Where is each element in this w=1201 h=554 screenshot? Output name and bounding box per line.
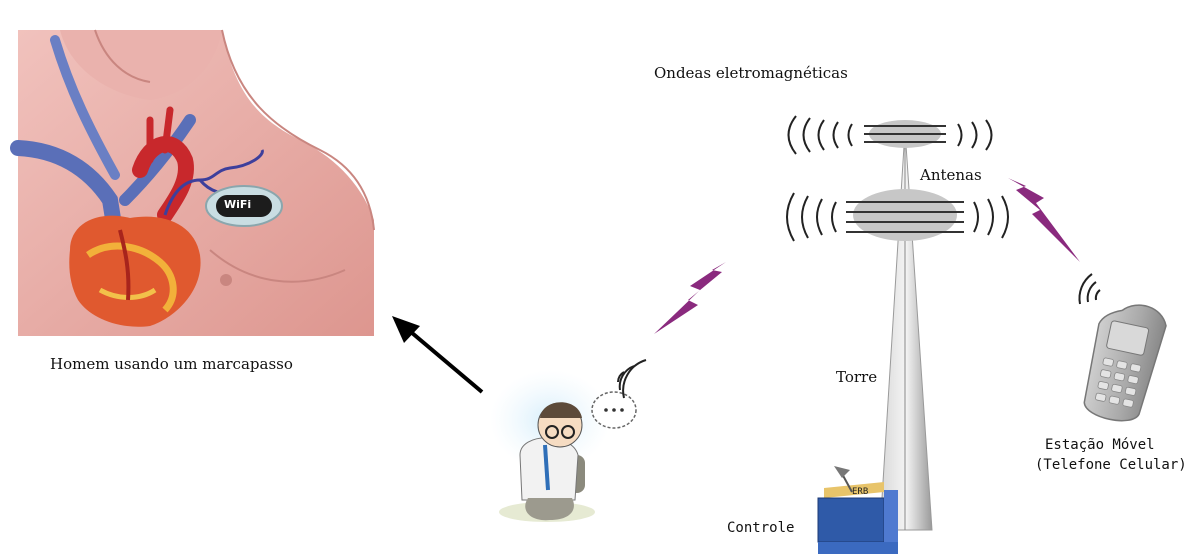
mobile-phone-illustration [1080,297,1169,427]
station-label-line2: (Telefone Celular) [1035,457,1187,473]
erb-label: ERB [852,487,868,497]
waves-label: Ondeas eletromagnéticas [654,64,848,82]
person-on-phone-illustration [490,370,636,522]
signal-waves-icon [618,360,646,398]
patient-caption: Homem usando um marcapasso [50,355,293,373]
station-label-line1: Estação Móvel [1045,437,1155,453]
pacemaker-badge-label: WiFi [224,198,251,211]
antenna-array-top [864,120,946,148]
torso-illustration [18,30,374,336]
phone-signal-waves-icon [1079,274,1100,304]
antennas-label: Antenas [920,166,982,184]
control-label: Controle [727,520,794,536]
lightning-bolt-icon [654,262,726,334]
arrow-icon [392,316,482,392]
tower-label: Torre [836,368,877,386]
antenna-array-bottom [846,189,964,241]
lightning-bolt-icon [1008,178,1080,262]
